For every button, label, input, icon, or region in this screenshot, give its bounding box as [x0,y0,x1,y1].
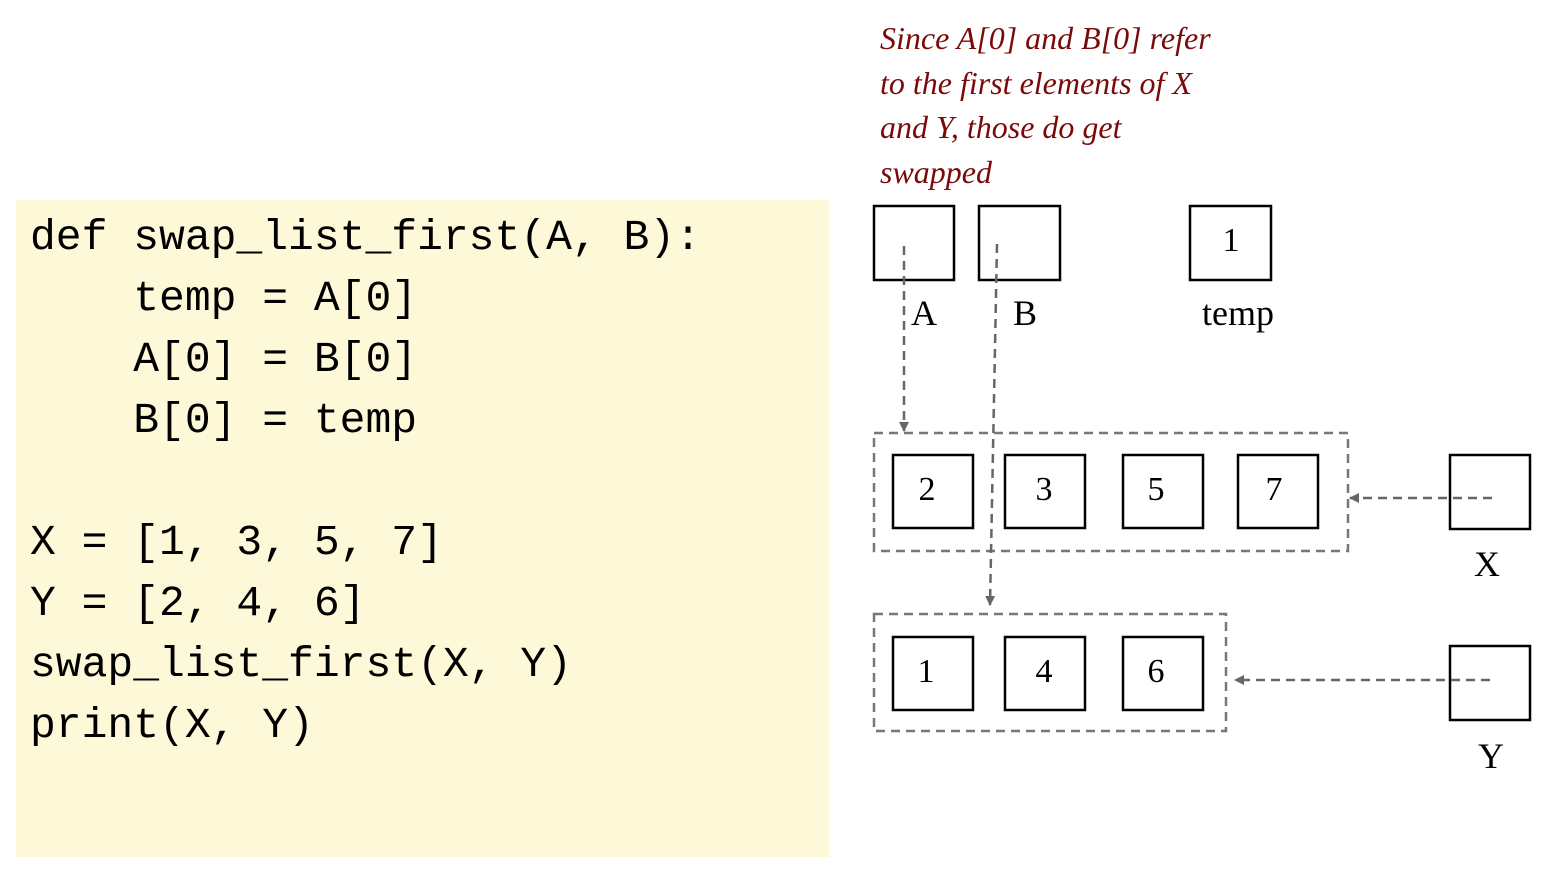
var-y-label: Y [1478,736,1504,776]
list-y-value-2: 6 [1148,653,1165,690]
list-x-cell-2 [1121,453,1205,530]
list-y-cell-1 [1003,635,1087,712]
var-a-box [872,204,956,282]
code-line-6: X = [1, 3, 5, 7] [30,518,443,567]
annotation-note: Since A[0] and B[0] refer to the first e… [880,20,1211,190]
list-x-cell-0 [891,453,975,530]
var-b-box [977,204,1062,282]
var-b-label: B [1013,293,1037,333]
list-y-cell-0 [891,635,975,712]
var-temp-box [1188,204,1273,282]
list-y-cell-2 [1121,635,1205,712]
arrow-b-to-list-y [985,243,999,606]
var-x-label: X [1474,544,1500,584]
list-x-cell-1 [1003,453,1087,530]
list-y-container [872,612,1228,733]
var-a-label: A [911,293,937,333]
var-y-box [1448,644,1532,722]
code-line-3: A[0] = B[0] [30,335,418,384]
code-line-9: print(X, Y) [30,701,314,750]
var-x-box [1448,453,1532,531]
list-x-value-1: 3 [1036,471,1053,508]
list-x-container [872,431,1350,553]
list-x-cell-3 [1236,453,1320,530]
list-y-value-1: 4 [1036,653,1053,690]
list-x-value-0: 2 [919,471,936,508]
code-panel [16,200,829,857]
code-line-7: Y = [2, 4, 6] [30,579,366,628]
code-line-2: temp = A[0] [30,274,418,323]
code-line-4: B[0] = temp [30,396,418,445]
list-x-value-3: 7 [1266,471,1283,508]
code-line-8: swap_list_first(X, Y) [30,640,572,689]
list-y-value-0: 1 [918,653,935,690]
list-x-value-2: 5 [1148,471,1165,508]
temp-value: 1 [1223,222,1240,259]
var-temp-label: temp [1202,293,1274,333]
code-line-1: def swap_list_first(A, B): [30,213,701,262]
